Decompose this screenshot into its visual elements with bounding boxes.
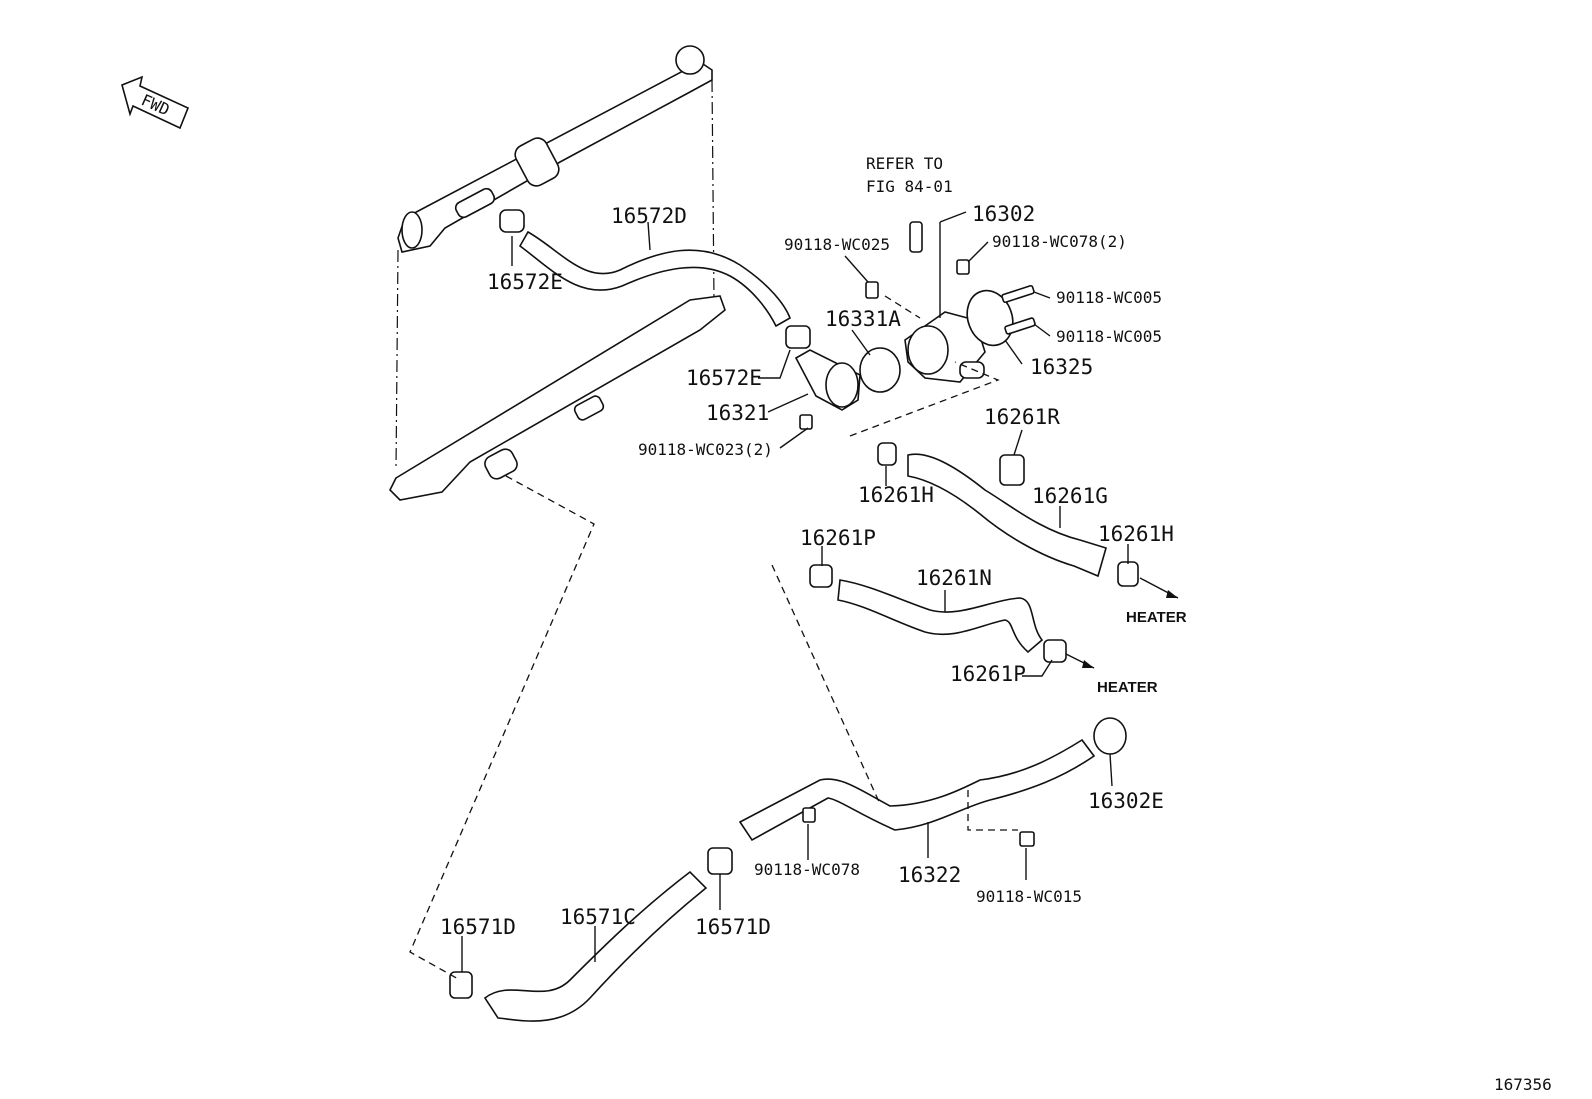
label-wc023-2: 90118-WC023(2) (638, 440, 773, 459)
temperature-sensor (909, 221, 923, 253)
stud-wc005-a (1001, 284, 1035, 304)
label-16261P-a: 16261P (800, 526, 876, 550)
thermostat-16331A (859, 347, 901, 393)
bolt-wc078 (802, 807, 816, 823)
label-16302E: 16302E (1088, 789, 1164, 813)
clamp-16261H-b (1117, 561, 1139, 587)
clamp-16571D-b (707, 847, 733, 875)
refer-line-2: FIG 84-01 (866, 177, 953, 196)
o-ring-16302E (1093, 717, 1127, 755)
housing-16302 (904, 311, 986, 383)
label-16325: 16325 (1030, 355, 1093, 379)
clamp-16572E-top (499, 209, 525, 233)
label-16571D-b: 16571D (695, 915, 771, 939)
label-16261G: 16261G (1032, 484, 1108, 508)
label-wc015: 90118-WC015 (976, 887, 1082, 906)
label-16571D-a: 16571D (440, 915, 516, 939)
label-wc005-a: 90118-WC005 (1056, 288, 1162, 307)
fwd-arrow-icon: FWD (121, 75, 190, 130)
label-16572E-mid: 16572E (686, 366, 762, 390)
label-16261R: 16261R (984, 405, 1060, 429)
label-wc078-2: 90118-WC078(2) (992, 232, 1127, 251)
clamp-16571D-a (449, 971, 473, 999)
label-16572D: 16572D (611, 204, 687, 228)
label-wc078: 90118-WC078 (754, 860, 860, 879)
label-16322: 16322 (898, 863, 961, 887)
clamp-16261H-a (877, 442, 897, 466)
bolt-wc025 (865, 281, 879, 299)
label-wc005-b: 90118-WC005 (1056, 327, 1162, 346)
clamp-16261R (999, 454, 1025, 486)
label-16261H-b: 16261H (1098, 522, 1174, 546)
label-heater-a: HEATER (1126, 609, 1187, 626)
radiator (389, 45, 726, 501)
label-16321: 16321 (706, 401, 769, 425)
label-16331A: 16331A (825, 307, 901, 331)
refer-line-1: REFER TO (866, 154, 943, 173)
water-inlet-16321 (794, 349, 861, 411)
bolt-wc023-2 (799, 414, 813, 430)
label-16261P-b: 16261P (950, 662, 1026, 686)
clamp-16572E-mid (785, 325, 811, 349)
label-16261N: 16261N (916, 566, 992, 590)
stud-wc005-b (1004, 317, 1036, 335)
label-wc025: 90118-WC025 (784, 235, 890, 254)
label-16302: 16302 (972, 202, 1035, 226)
figure-number: 167356 (1494, 1075, 1552, 1094)
label-16571C: 16571C (560, 905, 636, 929)
label-16261H-a: 16261H (858, 483, 934, 507)
clamp-16261P-a (809, 564, 833, 588)
clamp-16261P-b (1043, 639, 1067, 663)
bolt-wc015 (1019, 831, 1035, 847)
label-16572E-top: 16572E (487, 270, 563, 294)
bolt-wc078-2 (956, 259, 970, 275)
gasket-16325 (966, 289, 1014, 347)
label-heater-b: HEATER (1097, 679, 1158, 696)
